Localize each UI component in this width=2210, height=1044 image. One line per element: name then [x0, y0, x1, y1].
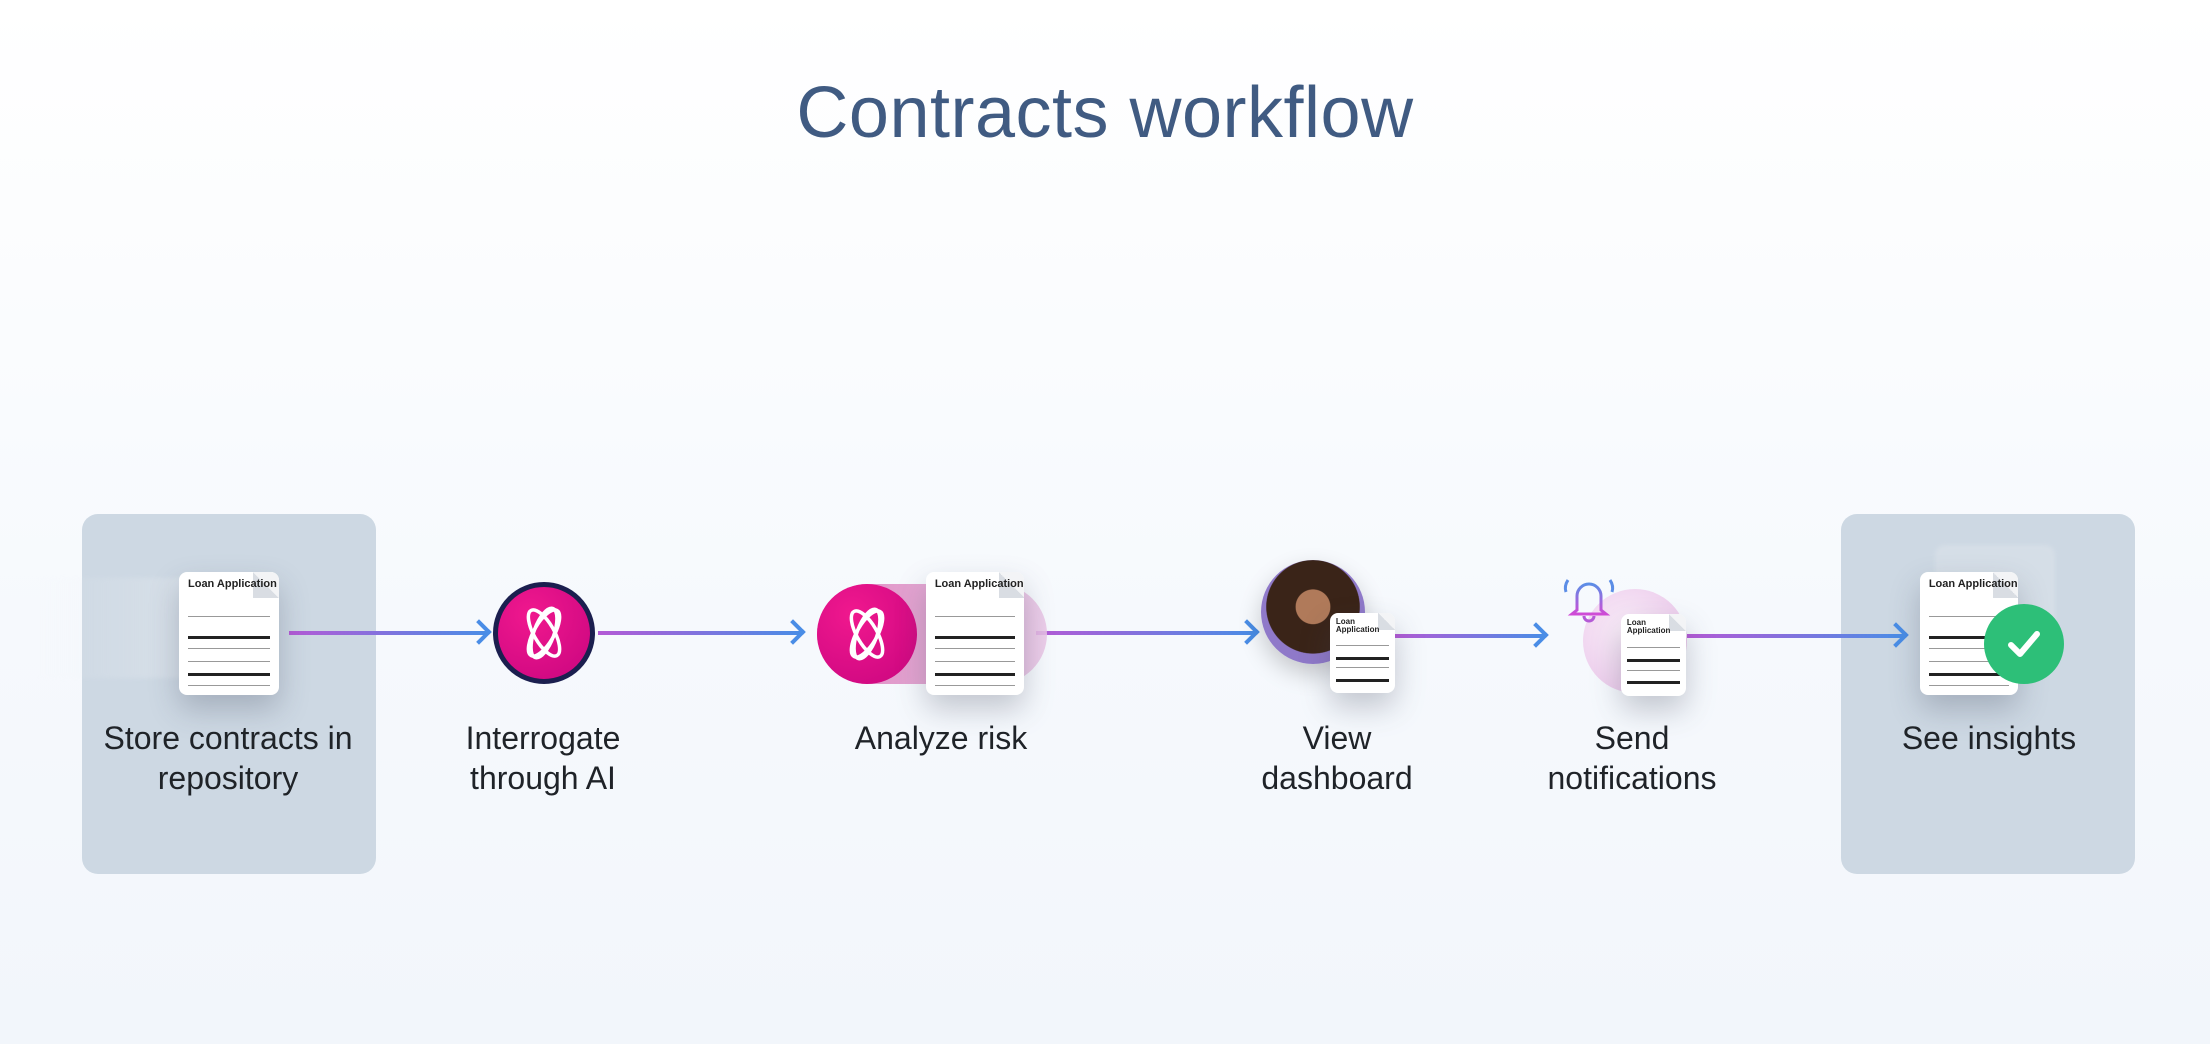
flow-arrow	[1395, 634, 1543, 638]
checkmark-icon	[1984, 604, 2064, 684]
flow-arrow	[598, 631, 800, 635]
document-icon: Loan Application	[1621, 614, 1686, 696]
ai-atom-icon	[817, 584, 917, 684]
step-label: Analyze risk	[854, 720, 1028, 756]
page-title: Contracts workflow	[796, 73, 1414, 153]
document-icon: Loan Application	[1330, 613, 1395, 693]
flow-arrow	[1687, 634, 1903, 638]
step-label: Store contracts in repository	[103, 720, 353, 796]
document-icon: Loan Application	[179, 572, 279, 695]
step-label: Send notifications	[1547, 720, 1717, 796]
flow-arrow	[1036, 631, 1254, 635]
step-label: Interrogate through AI	[465, 720, 621, 796]
step-label: See insights	[1901, 720, 2077, 756]
step-label: View dashboard	[1261, 720, 1413, 796]
flow-arrow	[289, 631, 486, 635]
ai-atom-icon	[493, 582, 595, 684]
bell-icon	[1563, 579, 1615, 623]
document-icon: Loan Application	[926, 572, 1024, 695]
